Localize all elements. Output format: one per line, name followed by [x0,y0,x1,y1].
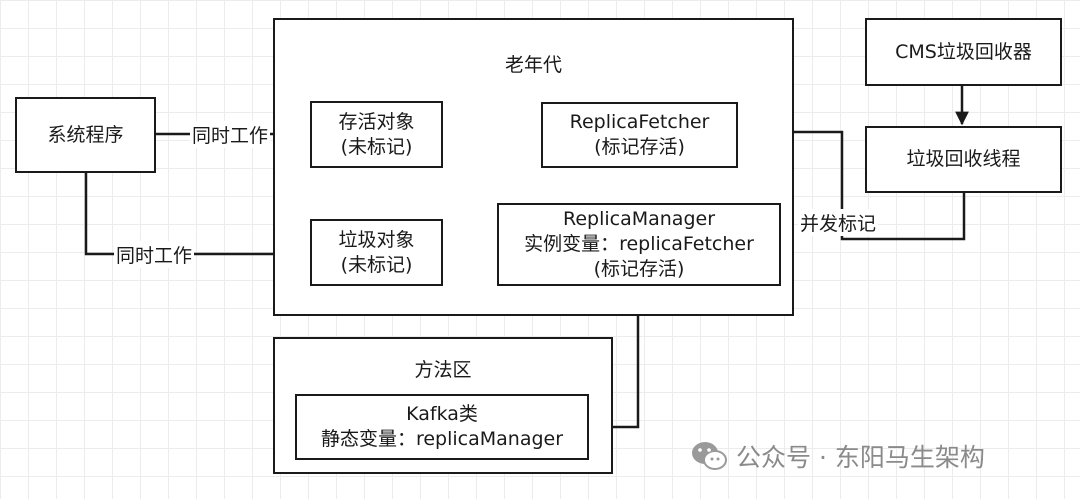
garbage-object-line1: 垃圾对象 [338,228,415,251]
edge-system-to-garbage [84,173,308,261]
cms-collector-node: CMS垃圾回收器 [865,18,1062,86]
system-program-label: 系统程序 [47,123,124,146]
live-object-node: 存活对象 (未标记) [310,101,443,168]
kafka-class-line2: 静态变量：replicaManager [320,428,564,450]
kafka-class-line1: Kafka类 [406,403,478,425]
gc-thread-label: 垃圾回收线程 [906,148,1021,170]
replica-manager-line1: ReplicaManager [562,208,716,230]
replica-fetcher-node: ReplicaFetcher (标记存活) [541,102,738,168]
system-program-node: 系统程序 [15,97,156,173]
gc-thread-node: 垃圾回收线程 [865,126,1062,193]
live-object-line2: (未标记) [340,135,413,158]
watermark-text: 公众号 · 东阳马生架构 [736,443,985,472]
watermark: 公众号 · 东阳马生架构 [690,438,985,474]
method-area-title: 方法区 [414,359,472,381]
replica-fetcher-line1: ReplicaFetcher [569,111,710,133]
kafka-class-node: Kafka类 静态变量：replicaManager [295,394,589,460]
garbage-object-line2: (未标记) [340,253,413,276]
live-object-line1: 存活对象 [338,110,415,133]
edge-label-concurrent-work-1: 同时工作 [190,121,271,148]
cms-collector-label: CMS垃圾回收器 [895,40,1032,63]
garbage-object-node: 垃圾对象 (未标记) [310,219,443,286]
replica-fetcher-line2: (标记存活) [594,136,685,158]
edge-label-concurrent-work-2: 同时工作 [114,241,195,268]
replica-manager-line2: 实例变量：replicaFetcher [524,233,754,255]
wechat-icon [692,442,727,470]
replica-manager-line3: (标记存活) [593,258,685,280]
edge-label-concurrent-mark: 并发标记 [798,209,879,236]
old-generation-title: 老年代 [504,54,562,76]
replica-manager-node: ReplicaManager 实例变量：replicaFetcher (标记存活… [497,203,781,286]
edge-thread-to-fetcher [739,125,966,241]
